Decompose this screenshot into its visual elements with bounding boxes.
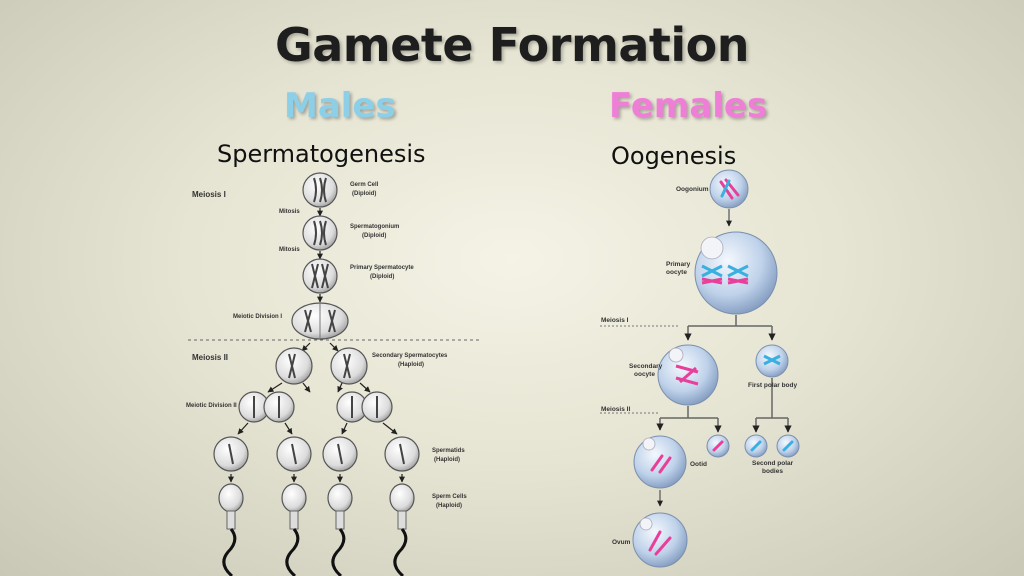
spermatid (384, 436, 420, 472)
spermatogonium-sublabel: (Diploid) (362, 233, 386, 239)
sperm-cells-sublabel: (Haploid) (436, 503, 462, 509)
secondary-spermatocytes-sublabel: (Haploid) (398, 362, 424, 368)
ootid-label: Ootid (690, 461, 707, 468)
germ-cell-label: Germ Cell (350, 182, 379, 188)
secondary-spermatocytes-label: Secondary Spermatocytes (372, 353, 448, 359)
spermatid (276, 436, 312, 472)
oogonium-label: Oogonium (676, 186, 709, 193)
secondary-oocyte-cell (657, 344, 719, 406)
second-polar-body-pink (706, 434, 730, 458)
oogenesis-meiosis-2-label: Meiosis II (601, 406, 630, 413)
first-polar-body-cell (755, 344, 789, 378)
ovum-cell (632, 512, 688, 568)
spermatid (322, 436, 358, 472)
second-polar-bodies-label-1: Second polar (752, 460, 794, 467)
germ-cell-sublabel: (Diploid) (352, 191, 376, 197)
slide-title: Gamete Formation (274, 18, 750, 72)
primary-oocyte-cell (694, 231, 778, 315)
primary-spermatocyte-cell (302, 258, 338, 294)
spermatid (213, 436, 249, 472)
sperm-cell (389, 483, 415, 576)
secondary-spermatocyte-right (330, 347, 368, 385)
meiotic-division-2-label: Meiotic Division II (186, 403, 237, 409)
ovum-label: Ovum (612, 539, 631, 546)
oogenesis-meiosis-1-label: Meiosis I (601, 317, 629, 324)
meiosis-2-label: Meiosis II (192, 353, 228, 362)
secondary-oocyte-label-1: Secondary (629, 363, 663, 370)
meiotic-division-2-right (336, 391, 393, 423)
meiosis-1-label: Meiosis I (192, 190, 226, 199)
ootid-cell (633, 435, 687, 489)
meiotic-division-1-label: Meiotic Division I (233, 314, 282, 320)
spermatogonium-cell (302, 215, 338, 251)
females-heading: Females (609, 86, 768, 126)
spermatids-sublabel: (Haploid) (434, 457, 460, 463)
meiotic-division-1-cell (291, 302, 349, 340)
primary-oocyte-label-2: oocyte (666, 269, 687, 276)
sperm-cell (327, 483, 353, 576)
sperm-cell (281, 483, 307, 576)
first-polar-body-label: First polar body (748, 382, 798, 389)
oogenesis-subheading: Oogenesis (611, 142, 737, 170)
sperm-cells-label: Sperm Cells (432, 494, 467, 500)
germ-cell (302, 172, 338, 208)
primary-oocyte-label-1: Primary (666, 261, 691, 268)
spermatids-label: Spermatids (432, 448, 465, 454)
oogonium-cell (709, 169, 749, 209)
second-polar-bodies-label-2: bodies (762, 468, 783, 475)
sperm-cell (218, 483, 244, 576)
spermatogenesis-subheading: Spermatogenesis (217, 140, 426, 168)
secondary-oocyte-label-2: oocyte (634, 371, 655, 378)
mitosis-label-2: Mitosis (279, 247, 300, 253)
spermatogenesis-diagram: Meiosis I Mitosis Mitosis Meiotic Divisi… (186, 172, 480, 576)
primary-spermatocyte-label: Primary Spermatocyte (350, 265, 414, 271)
males-heading: Males (284, 86, 396, 126)
second-polar-body-blue (744, 434, 768, 458)
second-polar-body-blue (776, 434, 800, 458)
mitosis-label-1: Mitosis (279, 209, 300, 215)
oogenesis-diagram: Oogonium Primary oocyte Meiosis I Second… (600, 169, 800, 568)
spermatogonium-label: Spermatogonium (350, 224, 399, 230)
meiotic-division-2-left (238, 391, 295, 423)
primary-spermatocyte-sublabel: (Diploid) (370, 274, 394, 280)
secondary-spermatocyte-left (275, 347, 313, 385)
